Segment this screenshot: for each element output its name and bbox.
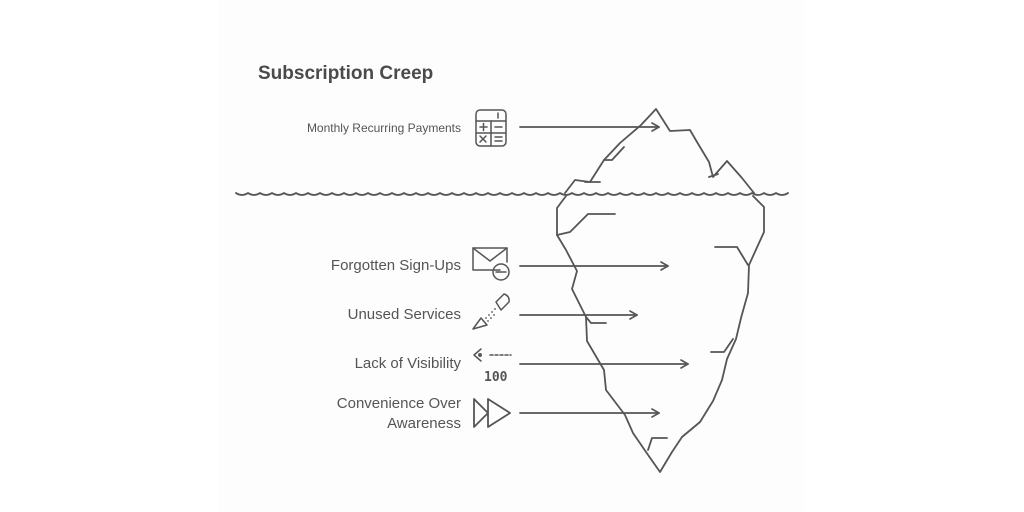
label-line-1: Convenience Over <box>336 395 461 412</box>
iceberg-body-ridge <box>714 246 749 266</box>
label-convenience-over-awareness: Convenience Over Awareness <box>337 394 461 434</box>
iceberg-body <box>556 195 765 473</box>
mail-minus-icon <box>472 247 510 281</box>
visibility-meter-icon: 100 <box>473 348 512 385</box>
water-line <box>235 192 789 196</box>
label-forgotten-sign-ups: Forgotten Sign-Ups <box>330 257 461 274</box>
label-unused-services: Unused Services <box>347 306 461 323</box>
spray-bottle-icon <box>472 293 510 330</box>
iceberg-tip-ridge <box>603 146 625 161</box>
label-lack-of-visibility: Lack of Visibility <box>354 355 461 372</box>
label-line-2: Awareness <box>387 415 461 432</box>
iceberg-body-ridge <box>585 316 607 324</box>
fast-forward-icon <box>473 398 511 428</box>
iceberg-tip-ridge <box>708 173 719 178</box>
iceberg-body-ridge <box>556 213 616 236</box>
diagram-canvas <box>218 0 804 512</box>
visibility-meter-value: 100 <box>484 370 508 385</box>
calculator-icon <box>475 109 507 147</box>
label-monthly-recurring-payments: Monthly Recurring Payments <box>306 121 461 135</box>
diagram-title: Subscription Creep <box>258 63 434 84</box>
iceberg-body-ridge <box>647 437 668 451</box>
iceberg-tip <box>564 108 755 194</box>
iceberg-body-ridge <box>710 338 734 353</box>
